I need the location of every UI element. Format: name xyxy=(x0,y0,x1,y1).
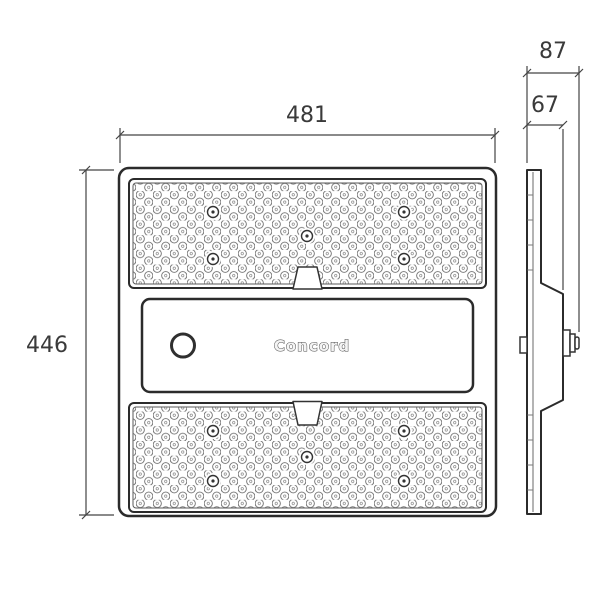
screw-icon xyxy=(205,204,221,220)
front-view: Concord xyxy=(117,166,498,518)
screw-icon xyxy=(396,204,412,220)
dim-width xyxy=(115,128,500,163)
screw-icon xyxy=(205,423,221,439)
screw-icon xyxy=(205,251,221,267)
screw-icon xyxy=(299,449,315,465)
cable-notch-top xyxy=(292,266,323,290)
screw-icon xyxy=(396,251,412,267)
led-panel-bottom xyxy=(128,400,487,513)
dim-depth-body xyxy=(522,120,568,290)
mounting-lug xyxy=(519,336,528,354)
side-profile xyxy=(526,169,564,515)
center-plate: Concord xyxy=(140,297,475,394)
screw-icon xyxy=(299,228,315,244)
dim-height-label: 446 xyxy=(26,333,68,358)
dim-depth-total-label: 87 xyxy=(539,39,567,64)
dim-depth-body-label: 67 xyxy=(531,93,559,118)
brand-logo: Concord xyxy=(274,337,350,355)
side-view xyxy=(519,169,580,515)
dim-height xyxy=(79,165,114,520)
led-panel-top xyxy=(128,178,487,290)
heatsink-fins xyxy=(527,194,533,491)
screw-icon xyxy=(396,423,412,439)
screw-icon xyxy=(205,473,221,489)
dim-depth-total xyxy=(522,66,584,332)
cable-gland xyxy=(562,329,580,357)
sensor-circle xyxy=(170,332,196,359)
dim-width-label: 481 xyxy=(286,103,328,128)
cable-notch-bottom xyxy=(292,400,323,426)
screw-icon xyxy=(396,473,412,489)
